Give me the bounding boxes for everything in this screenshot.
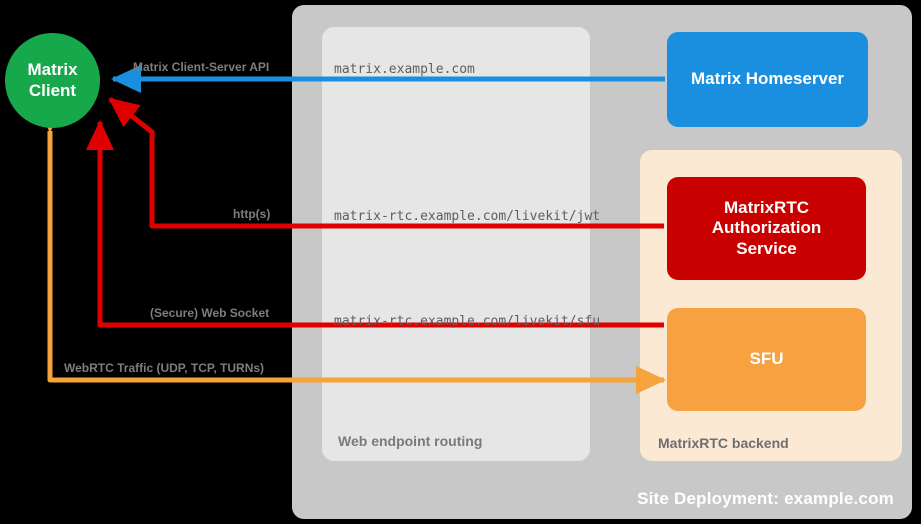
node-matrix-client-line1: Matrix bbox=[27, 60, 78, 80]
node-matrix-client-line2: Client bbox=[28, 80, 77, 100]
endpoint-label-jwt: matrix-rtc.example.com/livekit/jwt bbox=[334, 209, 601, 224]
node-matrix-homeserver[interactable]: Matrix Homeserver bbox=[667, 32, 868, 127]
node-matrix-client[interactable]: Matrix Client bbox=[5, 33, 100, 128]
node-auth-line2: Authorization bbox=[711, 218, 822, 238]
node-sfu[interactable]: SFU bbox=[667, 308, 866, 411]
site-deployment-label: Site Deployment: example.com bbox=[637, 489, 894, 508]
edge-label-client-server-api: Matrix Client-Server API bbox=[133, 60, 270, 74]
edge-label-web-socket: (Secure) Web Socket bbox=[150, 306, 270, 320]
matrixrtc-backend-label: MatrixRTC backend bbox=[658, 435, 789, 451]
edge-label-webrtc-traffic: WebRTC Traffic (UDP, TCP, TURNs) bbox=[64, 361, 265, 375]
node-sfu-label: SFU bbox=[749, 349, 784, 369]
edge-label-https: http(s) bbox=[233, 207, 271, 221]
web-endpoint-routing-label: Web endpoint routing bbox=[338, 433, 483, 449]
node-auth-line3: Service bbox=[736, 238, 797, 258]
endpoint-label-sfu: matrix-rtc.example.com/livekit/sfu bbox=[334, 314, 601, 329]
endpoint-label-matrix: matrix.example.com bbox=[334, 62, 475, 77]
node-matrixrtc-authorization-service[interactable]: MatrixRTC Authorization Service bbox=[667, 177, 866, 280]
edge-https bbox=[108, 97, 664, 229]
node-auth-line1: MatrixRTC bbox=[723, 197, 809, 217]
node-matrix-homeserver-label: Matrix Homeserver bbox=[690, 69, 845, 89]
edge-webrtc-traffic bbox=[35, 103, 667, 395]
